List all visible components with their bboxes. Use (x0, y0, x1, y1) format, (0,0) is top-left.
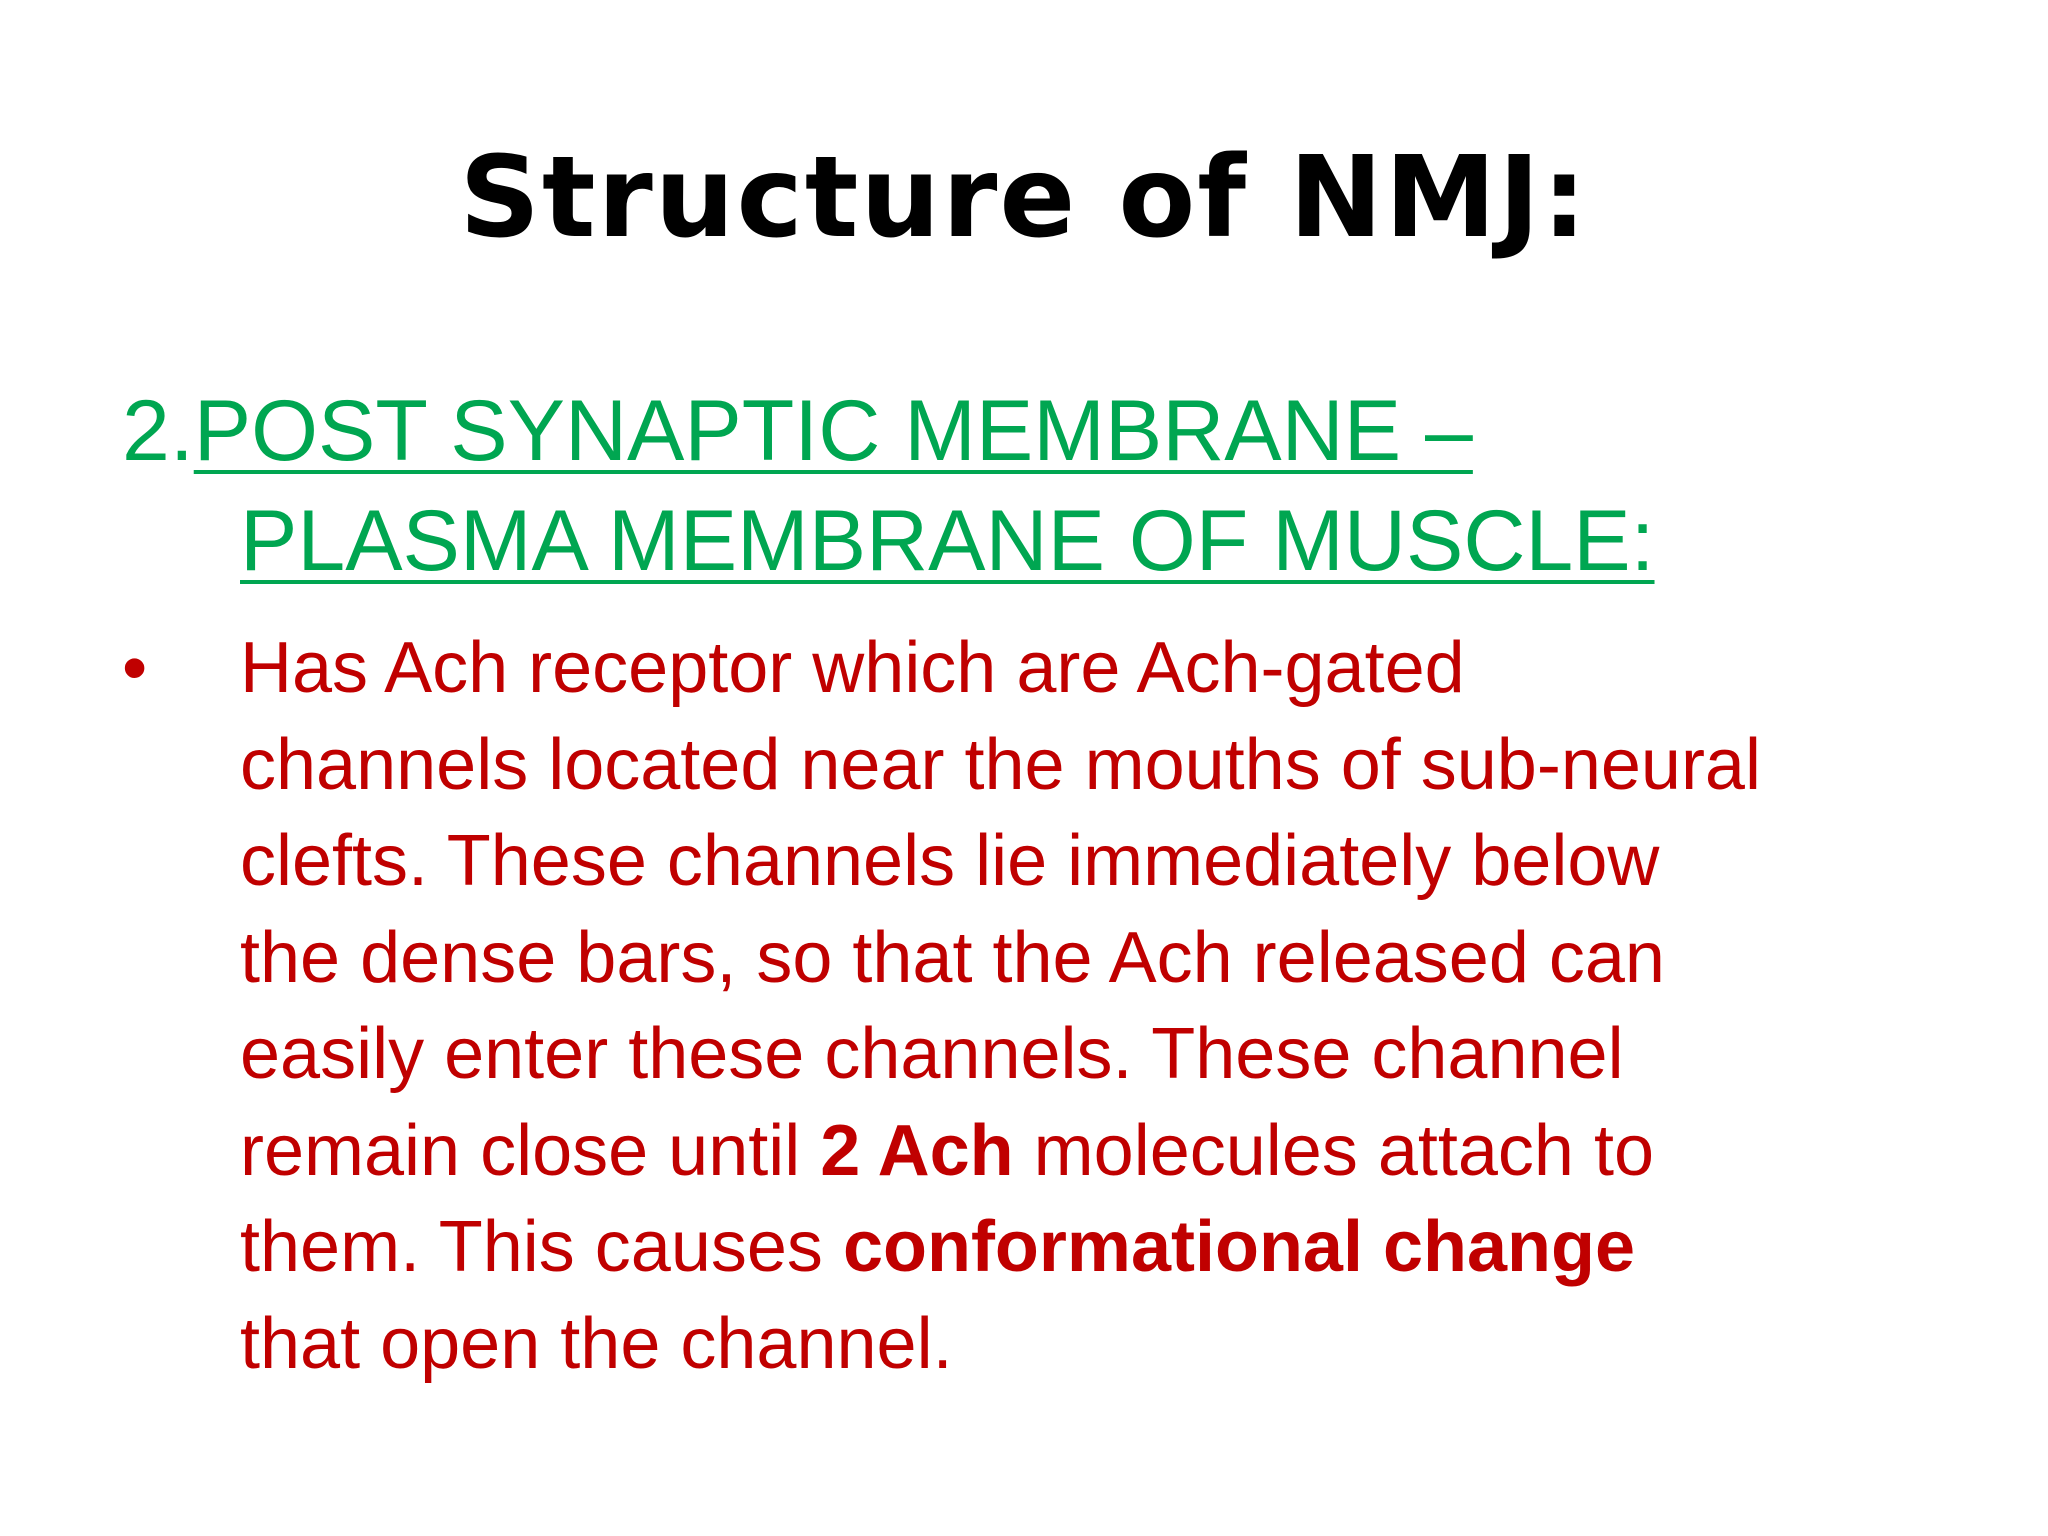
bullet-text: Has Ach receptor which are Ach-gated cha… (240, 620, 1960, 1392)
heading-number: 2. (122, 383, 194, 479)
bold-emphasis: conformational change (842, 1207, 1636, 1287)
bold-emphasis: 2 Ach (820, 1110, 1014, 1191)
bullet-line-text: molecules attach to (1013, 1110, 1655, 1191)
bullet-line: that open the channel. (240, 1303, 953, 1384)
slide-title: Structure of NMJ: (459, 133, 1589, 263)
bullet-marker: • (122, 628, 148, 708)
heading-line-1: POST SYNAPTIC MEMBRANE – (193, 383, 1473, 479)
bullet-line: the dense bars, so that the Ach released… (240, 917, 1665, 998)
section-heading: 2. POST SYNAPTIC MEMBRANE – PLASMA MEMBR… (122, 376, 1942, 596)
heading-line-2: PLASMA MEMBRANE OF MUSCLE: (240, 493, 1655, 589)
bullet-line: channels located near the mouths of sub-… (240, 724, 1761, 805)
bullet-line: easily enter these channels. These chann… (240, 1014, 1624, 1094)
bullet-line: them. This causes conformational change (240, 1199, 1960, 1296)
bullet-line: Has Ach receptor which are Ach-gated (240, 628, 1465, 708)
bullet-line-text: them. This causes (240, 1207, 843, 1287)
bullet-line: clefts. These channels lie immediately b… (240, 821, 1660, 901)
bullet-line-text: remain close until (240, 1110, 821, 1191)
bullet-line: remain close until 2 Ach molecules attac… (240, 1103, 1960, 1200)
